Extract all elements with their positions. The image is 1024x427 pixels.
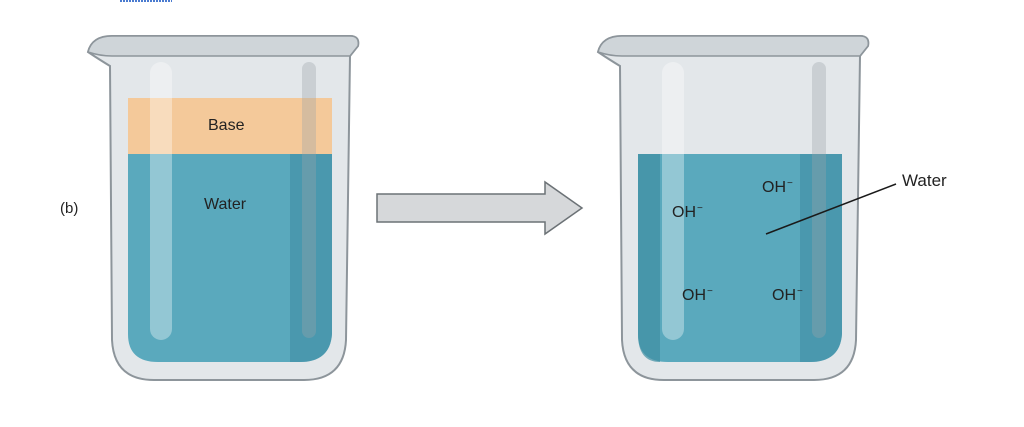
ion-label: OH− (762, 178, 793, 197)
left-beaker-rim (87, 35, 360, 57)
water-callout-line (765, 183, 897, 235)
right-beaker-shadow (812, 62, 826, 338)
ion-charge: − (787, 178, 793, 189)
left-water-label: Water (204, 196, 247, 213)
ion-formula: OH (772, 287, 796, 304)
ion-label: OH− (772, 286, 803, 305)
ion-formula: OH (672, 204, 696, 221)
left-water-shade (290, 154, 332, 362)
ion-formula: OH (762, 179, 786, 196)
ion-label: OH− (672, 203, 703, 222)
right-beaker (596, 35, 870, 381)
right-water-callout-label: Water (902, 171, 947, 190)
reaction-arrow (376, 180, 584, 236)
left-base-label: Base (208, 117, 245, 134)
right-beaker-highlight (662, 62, 684, 340)
left-water (128, 154, 332, 362)
right-water-shade-left (638, 154, 660, 362)
ion-charge: − (707, 286, 713, 297)
right-beaker-rim (597, 35, 870, 57)
right-water-shade-right (800, 154, 842, 362)
right-water (638, 154, 842, 362)
ion-charge: − (797, 286, 803, 297)
panel-label: (b) (60, 200, 79, 217)
ion-charge: − (697, 203, 703, 214)
left-base-layer (128, 98, 332, 154)
left-beaker-shadow (302, 62, 316, 338)
ion-label: OH− (682, 286, 713, 305)
left-beaker (86, 35, 360, 381)
ion-formula: OH (682, 287, 706, 304)
left-beaker-highlight (150, 62, 172, 340)
